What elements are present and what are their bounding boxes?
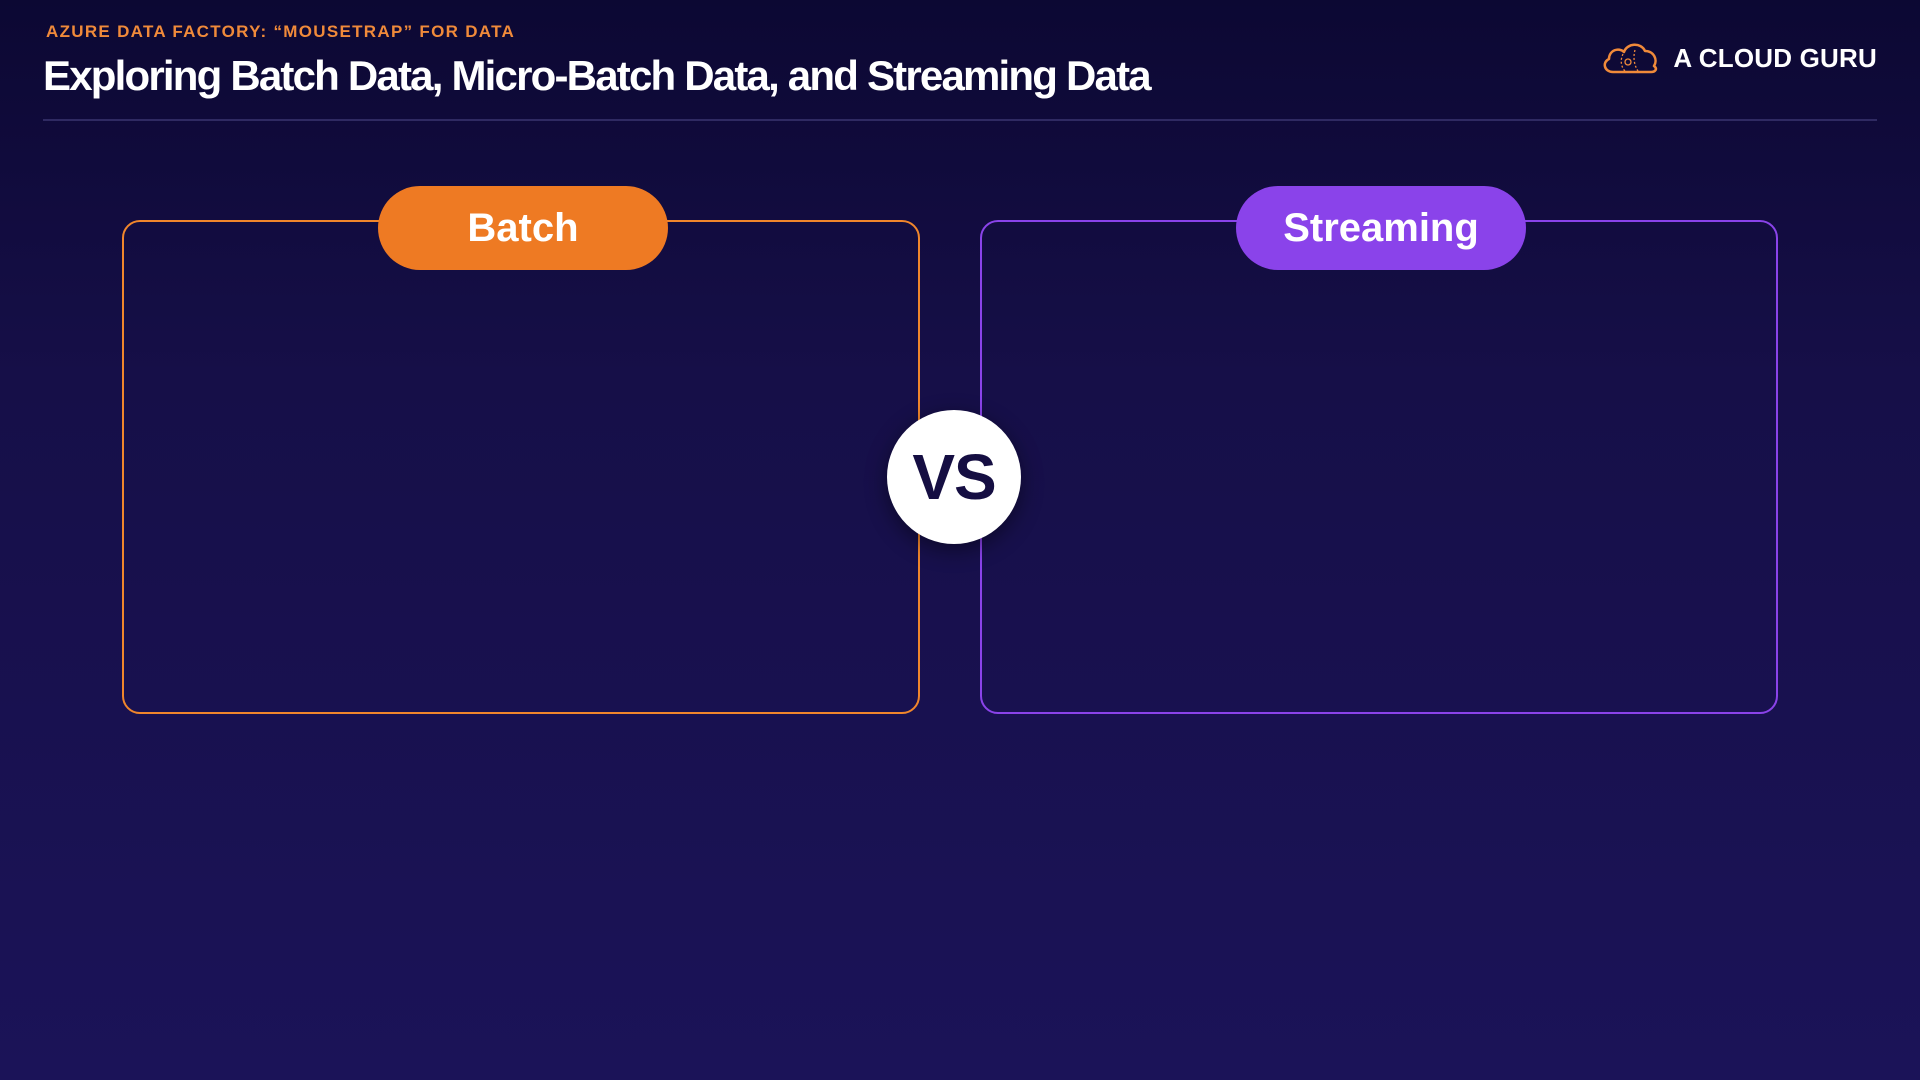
title-divider bbox=[43, 119, 1877, 121]
brand-logo: A CLOUD GURU bbox=[1599, 38, 1877, 78]
cloud-icon bbox=[1603, 43, 1658, 74]
streaming-panel bbox=[980, 220, 1778, 714]
vs-badge: VS bbox=[887, 410, 1021, 544]
streaming-label: Streaming bbox=[1236, 186, 1526, 270]
vs-text: VS bbox=[912, 441, 996, 513]
batch-panel bbox=[122, 220, 920, 714]
batch-label: Batch bbox=[378, 186, 668, 270]
logo-text: A CLOUD GURU bbox=[1673, 42, 1877, 73]
page-title: Exploring Batch Data, Micro-Batch Data, … bbox=[43, 52, 1152, 99]
slide-eyebrow: AZURE DATA FACTORY: “MOUSETRAP” FOR DATA bbox=[46, 22, 516, 41]
